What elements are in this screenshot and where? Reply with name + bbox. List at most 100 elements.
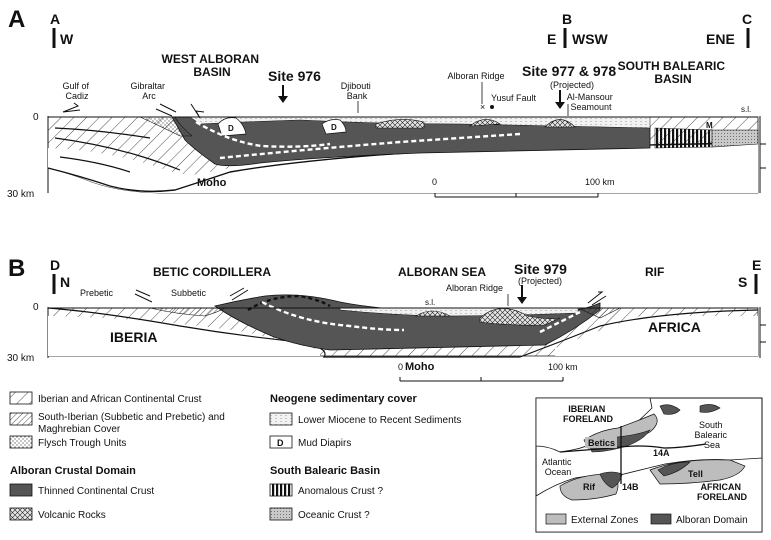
site-979-label: Site 979 bbox=[514, 261, 567, 277]
anomalous-crust-a bbox=[654, 127, 713, 149]
inset-legend-swatch-alboran bbox=[650, 513, 672, 525]
inset-rif-label-bg bbox=[580, 481, 600, 492]
panel-a-depth-30: 30 km bbox=[7, 189, 34, 200]
panel-b-letter: B bbox=[8, 255, 25, 282]
dashed-detachment-a2 bbox=[219, 132, 521, 160]
sea-level-label-a: s.l. bbox=[741, 105, 751, 114]
volcanic-rocks-a1 bbox=[375, 119, 425, 129]
mud-diapir-label-1: D bbox=[228, 124, 234, 133]
inset-rif-label: Rif bbox=[583, 482, 596, 492]
inset-legend-swatch-external bbox=[545, 513, 567, 525]
panel-b: B D N E S BETIC CORDILLERA ALBORAN SEA R… bbox=[7, 255, 766, 382]
rif-alboran-domain bbox=[599, 471, 623, 489]
inset-14b-label: 14B bbox=[622, 482, 639, 492]
alboran-ridge-label-b: Alboran Ridge bbox=[446, 283, 503, 293]
flysch-unit-a bbox=[139, 116, 193, 137]
thrust-arrow-a2 bbox=[155, 103, 177, 117]
inset-legend-alboran: Alboran Domain bbox=[676, 515, 748, 526]
scale-b-start: 0 bbox=[398, 362, 403, 372]
panel-a-mid-dir-left: E bbox=[547, 31, 556, 47]
panel-a-start-letter: A bbox=[50, 11, 60, 27]
site-979-arrowhead bbox=[517, 297, 527, 304]
volcanic-rocks-b1 bbox=[414, 310, 452, 317]
thrust-arrow-a1 bbox=[62, 102, 81, 113]
dashed-detachment-b2 bbox=[261, 300, 405, 332]
panel-b-start-direction: N bbox=[60, 274, 70, 290]
scale-a-start: 0 bbox=[432, 177, 437, 187]
legend-label-thinned-crust: Thinned Continental Crust bbox=[38, 486, 154, 497]
mud-diapir-1 bbox=[217, 117, 247, 137]
inset-14a-label: 14A bbox=[653, 448, 670, 458]
yusuf-fault-dot bbox=[490, 105, 494, 109]
gibraltar-arc-label: Gibraltar Arc bbox=[130, 81, 167, 101]
legend-label-anomalous-crust: Anomalous Crust ? bbox=[298, 486, 383, 497]
panel-a-end-direction: ENE bbox=[706, 31, 735, 47]
inset-iberian-foreland: IBERIAN FORELAND bbox=[563, 404, 613, 424]
moho-label-b: Moho bbox=[405, 361, 435, 373]
balearic-island-2 bbox=[699, 404, 721, 413]
gulf-of-cadiz-label: Gulf of Cadiz bbox=[62, 81, 91, 101]
inset-betics-label-bg bbox=[585, 437, 617, 448]
site-976-arrowhead bbox=[278, 96, 288, 103]
al-mansour-seamount-label: Al-Mansour Seamount bbox=[567, 92, 616, 112]
site-977-978-projected-note: (Projected) bbox=[550, 80, 594, 90]
volcanic-rocks-a3 bbox=[544, 119, 576, 128]
site-979-projected-note: (Projected) bbox=[518, 276, 562, 286]
thrust-arrow-b1 bbox=[134, 289, 153, 303]
legend-label-volcanic: Volcanic Rocks bbox=[38, 510, 106, 521]
legend-swatch-flysch bbox=[9, 435, 33, 449]
internal-reflector-3 bbox=[54, 127, 151, 139]
scale-a-end: 100 km bbox=[585, 177, 615, 187]
panel-b-end-direction: S bbox=[738, 274, 747, 290]
legend-swatch-volcanic bbox=[9, 507, 33, 521]
legend-heading-sbb: South Balearic Basin bbox=[270, 465, 380, 477]
legend-swatch-continental-crust bbox=[9, 391, 33, 405]
inset-map: IBERIAN FORELAND Betics South Balearic S… bbox=[535, 397, 763, 533]
site-977-978-label: Site 977 & 978 bbox=[522, 63, 616, 79]
legend-swatch-anomalous-crust bbox=[269, 483, 293, 497]
prebetic-label: Prebetic bbox=[80, 288, 114, 298]
internal-reflector-1 bbox=[54, 137, 181, 171]
panel-b-start-letter: D bbox=[50, 257, 60, 273]
site-977-978-arrowhead bbox=[555, 102, 565, 109]
panel-a-mid-letter: B bbox=[562, 11, 572, 27]
inset-tell-label: Tell bbox=[688, 469, 703, 479]
subbetic-cover-b bbox=[149, 307, 227, 317]
mud-diapir-label-2: D bbox=[331, 123, 337, 132]
yusuf-fault-x-mark: × bbox=[480, 102, 485, 112]
legend-swatch-thinned-crust bbox=[9, 483, 33, 497]
scale-b-end: 100 km bbox=[548, 362, 578, 372]
balearic-island-1 bbox=[659, 404, 681, 415]
volcanic-rocks-b2 bbox=[479, 308, 561, 326]
legend-swatch-mud-diapirs bbox=[269, 435, 293, 449]
thrust-arrow-b3 bbox=[587, 291, 607, 306]
south-balearic-basin-label: SOUTH BALEARIC BASIN bbox=[618, 59, 729, 86]
oceanic-crust-a bbox=[711, 129, 759, 148]
legend-heading-alboran: Alboran Crustal Domain bbox=[10, 465, 136, 477]
panel-b-depth-30: 30 km bbox=[7, 353, 34, 364]
legend-label-sediments: Lower Miocene to Recent Sediments bbox=[298, 415, 461, 426]
inset-legend-external: External Zones bbox=[571, 515, 638, 526]
panel-a-depth-0: 0 bbox=[33, 112, 39, 123]
legend-swatch-oceanic-crust bbox=[269, 507, 293, 521]
panel-a-letter: A bbox=[8, 6, 25, 33]
legend-label-continental-crust: Iberian and African Continental Crust bbox=[38, 394, 202, 405]
legend-label-mud-diapirs: Mud Diapirs bbox=[298, 438, 351, 449]
lower-crust-white-a bbox=[48, 144, 758, 193]
thrust-arrow-b2 bbox=[229, 287, 249, 301]
m-label-a: M bbox=[706, 121, 713, 130]
west-alboran-basin-label: WEST ALBORAN BASIN bbox=[162, 52, 263, 79]
volcanic-rocks-a2 bbox=[469, 119, 501, 127]
panel-a-mid-dir-right: WSW bbox=[572, 31, 609, 47]
legend-swatch-sediments bbox=[269, 412, 293, 426]
thrust-arrow-a3 bbox=[190, 103, 205, 119]
alboran-sea-label: ALBORAN SEA bbox=[398, 265, 486, 279]
site-976-label: Site 976 bbox=[268, 68, 321, 84]
panel-a-end-letter: C bbox=[742, 11, 752, 27]
mud-diapir-2 bbox=[321, 119, 347, 135]
section-line-14a bbox=[559, 443, 707, 453]
panel-b-end-letter: E bbox=[752, 257, 761, 273]
panel-a-start-direction: W bbox=[60, 31, 74, 47]
rif-label: RIF bbox=[645, 265, 664, 279]
